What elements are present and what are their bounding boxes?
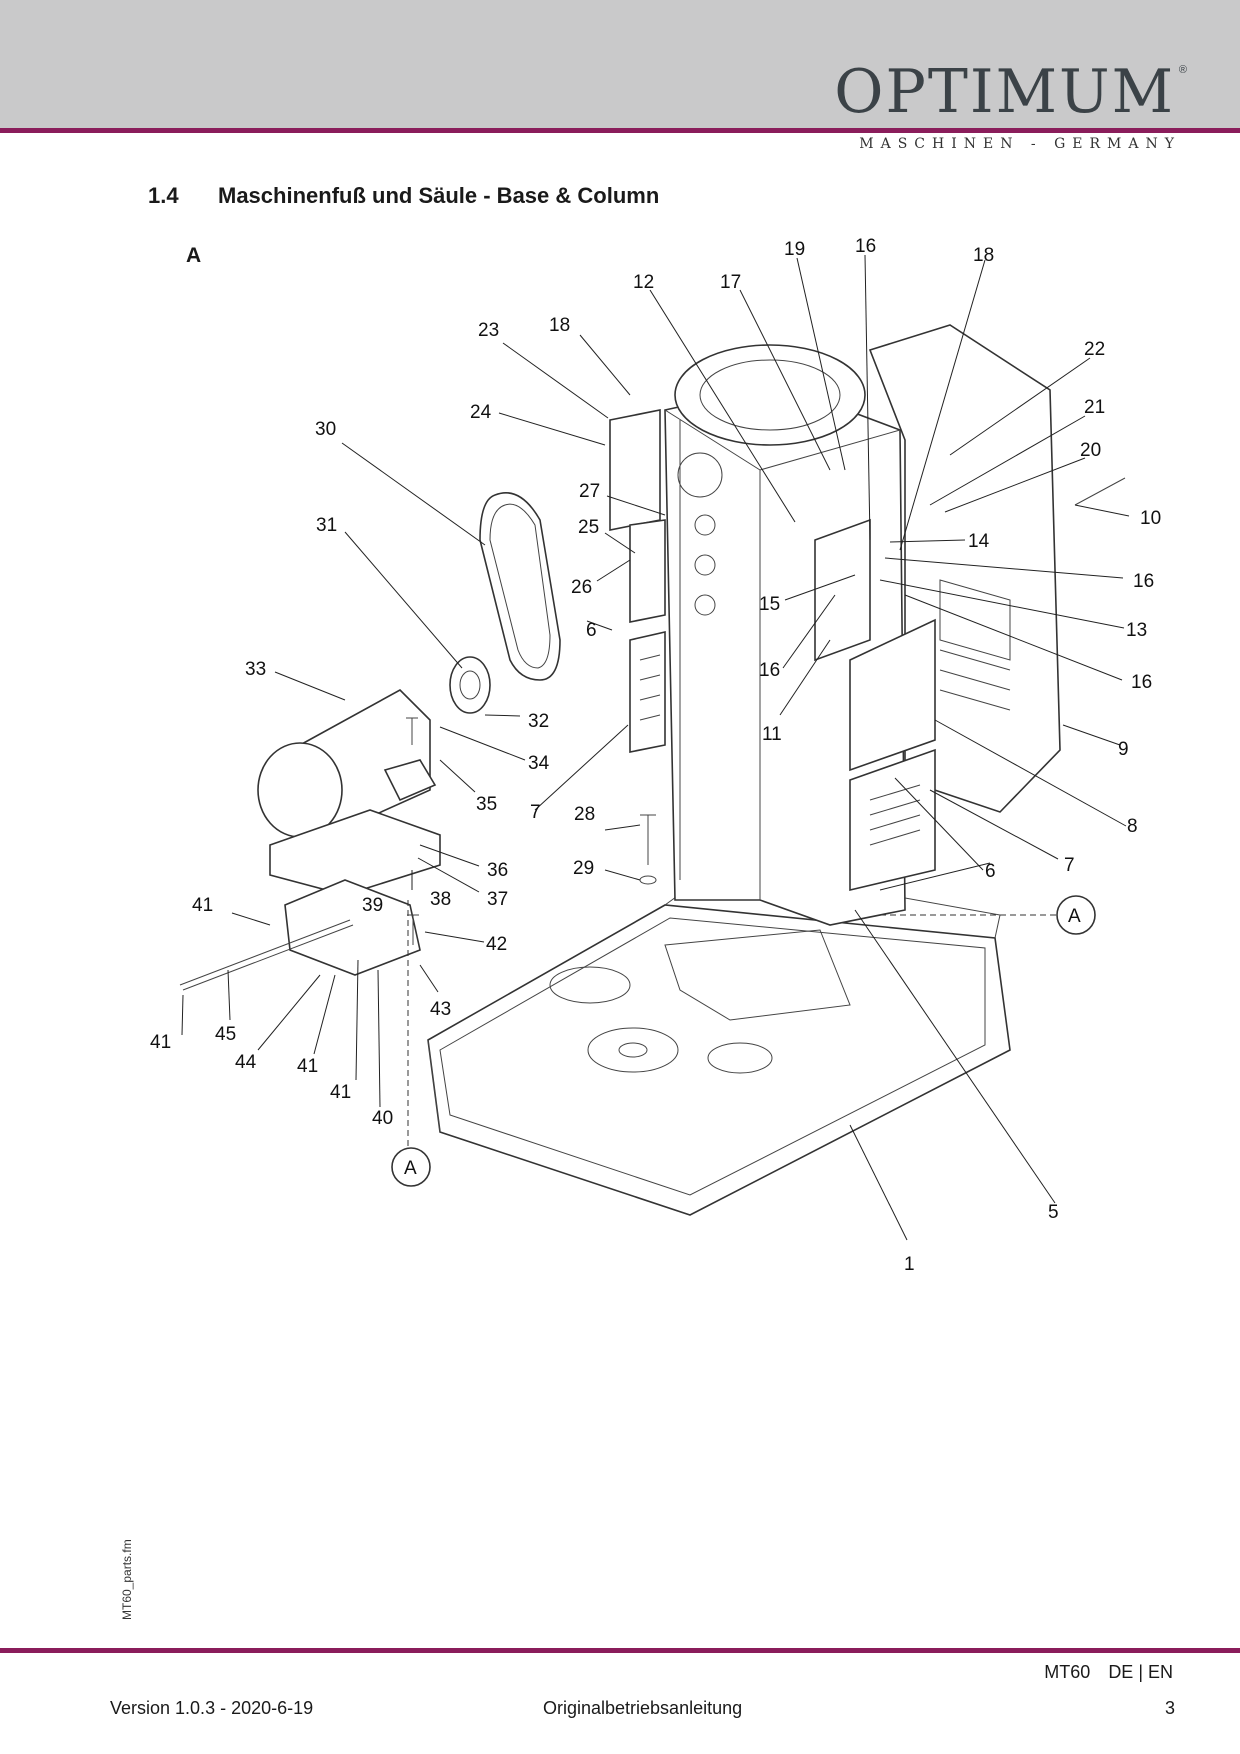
callout-1: 1 bbox=[904, 1254, 915, 1275]
callout-42: 42 bbox=[486, 934, 507, 955]
callout-34: 34 bbox=[528, 753, 550, 774]
callout-29: 29 bbox=[573, 858, 594, 879]
side-panels bbox=[609, 409, 936, 892]
callout-35: 35 bbox=[476, 794, 497, 815]
header-band bbox=[0, 0, 1240, 130]
callout-38: 38 bbox=[430, 889, 451, 910]
callout-41: 41 bbox=[192, 895, 213, 916]
callout-24: 24 bbox=[470, 402, 492, 423]
callout-33: 33 bbox=[245, 659, 266, 680]
callout-7: 7 bbox=[1064, 855, 1075, 876]
callout-16: 16 bbox=[1131, 672, 1152, 693]
detail-markers bbox=[391, 895, 1096, 1187]
callout-9: 9 bbox=[1118, 739, 1129, 760]
callout-41: 41 bbox=[330, 1082, 351, 1103]
callout-18: 18 bbox=[973, 245, 994, 266]
drive-belt bbox=[479, 492, 561, 681]
callout-27: 27 bbox=[579, 481, 600, 502]
callout-25: 25 bbox=[578, 517, 599, 538]
brand-logo: OPTIMUM ® MASCHINEN - GERMANY bbox=[834, 57, 1187, 152]
callout-14: 14 bbox=[968, 531, 990, 552]
detail-marker-a: A bbox=[1068, 906, 1081, 927]
callout-45: 45 bbox=[215, 1024, 236, 1045]
callout-15: 15 bbox=[759, 594, 780, 615]
drive-motor bbox=[257, 689, 437, 838]
callout-10: 10 bbox=[1140, 508, 1161, 529]
callout-7: 7 bbox=[530, 802, 541, 823]
registered-mark: ® bbox=[1178, 64, 1187, 76]
side-file-label: MT60_parts.fm bbox=[120, 1539, 134, 1620]
callout-22: 22 bbox=[1084, 339, 1105, 360]
section-heading: 1.4 Maschinenfuß und Säule - Base & Colum… bbox=[148, 183, 659, 209]
callout-12: 12 bbox=[633, 272, 654, 293]
callout-41: 41 bbox=[150, 1032, 171, 1053]
machine-base bbox=[427, 864, 1011, 1216]
callout-16: 16 bbox=[1133, 571, 1154, 592]
figure-view-label: A bbox=[186, 244, 202, 267]
callout-30: 30 bbox=[315, 419, 336, 440]
callout-18: 18 bbox=[549, 315, 570, 336]
callout-36: 36 bbox=[487, 860, 508, 881]
motor-mount bbox=[179, 809, 441, 991]
footer-version: Version 1.0.3 - 2020-6-19 bbox=[110, 1698, 314, 1718]
brand-tagline: MASCHINEN - GERMANY bbox=[859, 136, 1181, 152]
footer-manual-title: Originalbetriebsanleitung bbox=[543, 1698, 743, 1718]
footer-rule bbox=[0, 1648, 1240, 1653]
model-name: MT60 bbox=[1044, 1662, 1091, 1682]
fasteners bbox=[406, 477, 1126, 945]
callout-5: 5 bbox=[1048, 1202, 1059, 1223]
header-rule bbox=[0, 128, 1240, 133]
callout-39: 39 bbox=[362, 895, 383, 916]
motor-pulley bbox=[449, 656, 491, 714]
section-title: Maschinenfuß und Säule - Base & Column bbox=[218, 183, 660, 208]
footer-model: MT60 DE | EN bbox=[1044, 1662, 1173, 1683]
callout-labels: 1 5 6 6 6 7 7 7 8 9 10 11 12 13 14 15 16… bbox=[150, 236, 1161, 1275]
callout-6: 6 bbox=[586, 620, 597, 641]
callout-6: 6 bbox=[985, 861, 996, 882]
callout-26: 26 bbox=[571, 577, 592, 598]
page-number: 3 bbox=[1164, 1698, 1175, 1718]
callout-8: 8 bbox=[1127, 816, 1138, 837]
callout-23: 23 bbox=[478, 320, 499, 341]
callout-16: 16 bbox=[759, 660, 780, 681]
callout-17: 17 bbox=[720, 272, 741, 293]
callout-13: 13 bbox=[1126, 620, 1147, 641]
callout-43: 43 bbox=[430, 999, 451, 1020]
machine-column bbox=[664, 344, 906, 926]
callout-19: 19 bbox=[784, 239, 805, 260]
callout-16: 16 bbox=[855, 236, 876, 257]
brand-name: OPTIMUM bbox=[834, 57, 1175, 127]
callout-20: 20 bbox=[1080, 440, 1101, 461]
callout-28: 28 bbox=[574, 804, 595, 825]
leader-lines bbox=[181, 254, 1130, 1241]
callout-37: 37 bbox=[487, 889, 508, 910]
callout-21: 21 bbox=[1084, 397, 1105, 418]
callout-31: 31 bbox=[316, 515, 337, 536]
detail-marker-a: A bbox=[404, 1158, 417, 1179]
section-number: 1.4 bbox=[148, 183, 179, 208]
language-codes: DE | EN bbox=[1108, 1662, 1173, 1682]
callout-32: 32 bbox=[528, 711, 549, 732]
callout-40: 40 bbox=[372, 1108, 393, 1129]
callout-11: 11 bbox=[762, 724, 782, 745]
callout-44: 44 bbox=[235, 1052, 257, 1073]
callout-41: 41 bbox=[297, 1056, 318, 1077]
